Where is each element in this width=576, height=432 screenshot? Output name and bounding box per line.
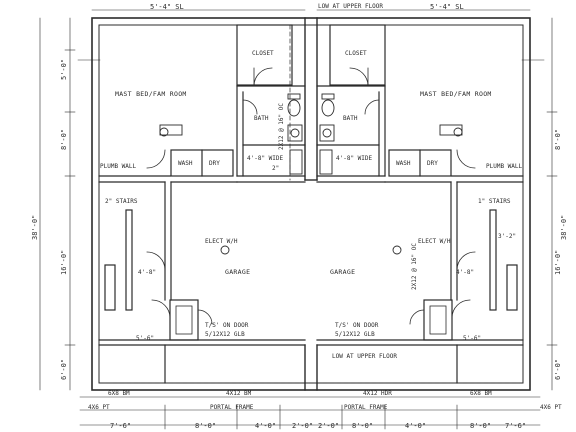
- right-elect: ELECT W/H: [418, 238, 451, 245]
- right-room-label: MAST BED/FAM ROOM: [420, 90, 492, 98]
- bath-wall-left: 2X12 @ 16" OC: [278, 103, 285, 150]
- beam-lines: [98, 24, 524, 384]
- right-header-1: T/S' ON DOOR: [335, 322, 379, 329]
- bottom-dim-7: 8'-0": [470, 422, 491, 430]
- left-bath-label: BATH: [254, 115, 269, 122]
- small-3-right: 3'-2": [498, 233, 516, 240]
- interior-walls-right: [316, 24, 524, 384]
- left-total-dim: 38'-0": [31, 215, 39, 240]
- right-wash: WASH: [396, 160, 411, 167]
- small-5-right: 5'-6": [463, 335, 481, 342]
- plan-labels: 5'-4" SL 5'-4" SL LOW AT UPPER FLOOR MAS…: [88, 3, 562, 411]
- frame-left: PORTAL FRAME: [210, 404, 254, 411]
- left-bath-width: 4'-8" WIDE: [247, 155, 284, 162]
- corner-left: 4X6 PT: [88, 404, 110, 411]
- right-v-1: 8'-0": [554, 129, 562, 150]
- left-beam: 6X8 BM: [108, 390, 130, 397]
- right-total-dim: 38'-0": [560, 215, 568, 240]
- right-side-note: PLUMB WALL: [486, 163, 523, 170]
- right-bath-width: 4'-8" WIDE: [336, 155, 373, 162]
- bath-wall-right: 2X12 @ 16" OC: [411, 243, 418, 290]
- left-v-3: 16'-0": [60, 250, 68, 275]
- center-beam-left: 4X12 BM: [226, 390, 252, 397]
- left-room-label: MAST BED/FAM ROOM: [115, 90, 187, 98]
- interior-walls-left: [98, 24, 306, 384]
- vertical-dimensions: 38'-0" 5'-0" 8'-0" 16'-0" 6'-0" 38'-0" 8…: [31, 59, 568, 380]
- top-left-dim: 5'-4" SL: [150, 3, 184, 11]
- right-header-2: 5/12X12 GLB: [335, 331, 375, 338]
- frame-right: PORTAL FRAME: [344, 404, 388, 411]
- top-center-note: LOW AT UPPER FLOOR: [318, 3, 383, 10]
- top-right-dim: 5'-4" SL: [430, 3, 464, 11]
- left-v-4: 6'-0": [60, 359, 68, 380]
- bottom-dim-4: 2'-0": [318, 422, 339, 430]
- left-header-2: 5/12X12 GLB: [205, 331, 245, 338]
- left-elect: ELECT W/H: [205, 238, 238, 245]
- right-garage-label: GARAGE: [330, 268, 355, 276]
- small-4-left: 4'-8": [138, 269, 156, 276]
- bottom-dim-8: 7'-6": [505, 422, 526, 430]
- bath-fixtures: [159, 93, 463, 255]
- bottom-dim-1: 8'-0": [195, 422, 216, 430]
- left-v-2: 8'-0": [60, 129, 68, 150]
- left-stair: 2" STAIRS: [105, 198, 138, 205]
- left-closet-label: CLOSET: [252, 50, 274, 57]
- right-stair: 1" STAIRS: [478, 198, 511, 205]
- dimension-lines: [39, 9, 558, 430]
- bottom-dim-3: 2'-0": [292, 422, 313, 430]
- bottom-dim-6: 4'-0": [405, 422, 426, 430]
- right-dry: DRY: [427, 160, 438, 167]
- door-swings: [146, 67, 476, 325]
- left-wash: WASH: [178, 160, 193, 167]
- bottom-dim-0: 7'-6": [110, 422, 131, 430]
- party-wall: [304, 17, 318, 391]
- bottom-dimension-string: 7'-6" 8'-0" 4'-0" 2'-0" 2'-0" 8'-0" 4'-0" 8'-0"…: [110, 422, 526, 430]
- left-garage-label: GARAGE: [225, 268, 250, 276]
- bottom-dim-2: 4'-0": [255, 422, 276, 430]
- left-v-1: 5'-0": [60, 59, 68, 80]
- left-side-note: PLUMB WALL: [100, 163, 137, 170]
- right-closet-label: CLOSET: [345, 50, 367, 57]
- small-4-right: 4'-8": [456, 269, 474, 276]
- bottom-dim-5: 8'-0": [352, 422, 373, 430]
- left-dry: DRY: [209, 160, 220, 167]
- right-v-2: 16'-0": [554, 250, 562, 275]
- right-bath-label: BATH: [343, 115, 358, 122]
- left-header-1: T/S' ON DOOR: [205, 322, 249, 329]
- small-5-left: 5'-6": [136, 335, 154, 342]
- right-beam: 6X8 BM: [470, 390, 492, 397]
- right-v-3: 6'-0": [554, 359, 562, 380]
- small-2-left: 2": [272, 165, 279, 172]
- bottom-center-note: LOW AT UPPER FLOOR: [332, 353, 397, 360]
- center-beam-right: 4X12 HDR: [363, 390, 392, 397]
- corner-right: 4X6 PT: [540, 404, 562, 411]
